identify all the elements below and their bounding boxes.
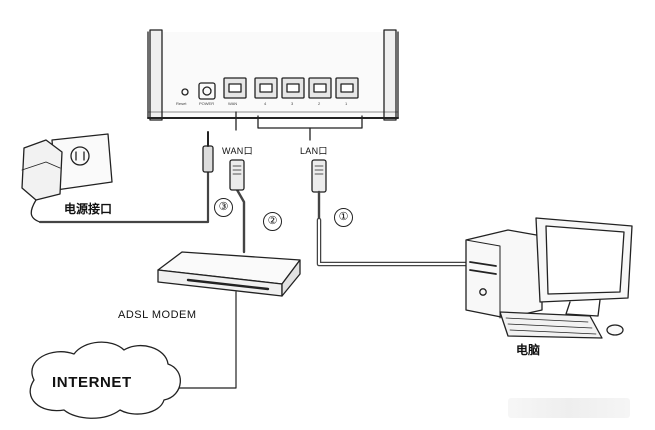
- router-lan-number: 1: [345, 101, 348, 106]
- wan-port-label: WAN口: [222, 146, 253, 156]
- step-3-badge: ③: [214, 198, 233, 217]
- power-jack: [198, 82, 216, 100]
- lan-port-label: LAN口: [300, 146, 328, 156]
- adsl-modem: [157, 251, 301, 389]
- router-wan-label: WAN: [228, 101, 238, 106]
- computer-label: 电脑: [516, 343, 541, 357]
- adsl-modem-label: ADSL MODEM: [118, 309, 197, 321]
- power-adapter: [21, 131, 214, 224]
- router-ports: [223, 77, 359, 99]
- router: [147, 29, 399, 141]
- computer: [465, 217, 633, 339]
- step-2-badge: ②: [263, 212, 282, 231]
- router-lan-number: 4: [264, 101, 267, 106]
- watermark-blur: [508, 398, 630, 418]
- internet-label: INTERNET: [52, 374, 132, 391]
- router-lan-number: 3: [291, 101, 294, 106]
- internet-cloud: [29, 341, 181, 419]
- router-reset-label: Reset: [176, 101, 187, 106]
- wan-cable: [229, 159, 246, 254]
- lan-cable: [311, 159, 469, 267]
- router-power-label: POWER: [199, 101, 215, 106]
- reset-button: [181, 88, 189, 96]
- power-interface-label: 电源接口: [64, 202, 113, 216]
- step-1-badge: ①: [334, 208, 353, 227]
- router-lan-number: 2: [318, 101, 321, 106]
